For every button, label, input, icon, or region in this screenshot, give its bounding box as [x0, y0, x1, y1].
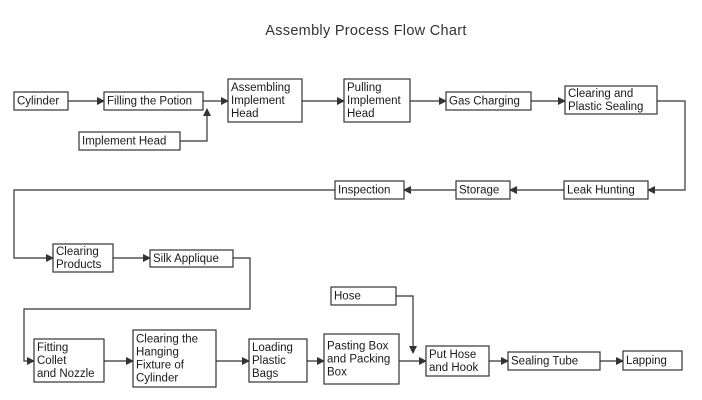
node-lapping: Lapping: [622, 350, 683, 371]
node-label-line: Clearing and: [568, 88, 633, 100]
node-sealing-tube: Sealing Tube: [507, 351, 601, 371]
node-box: [334, 180, 405, 200]
arrow-silk-applique-to-fitting-collet: [23, 257, 251, 365]
node-label-line: Hanging: [136, 347, 179, 359]
diagram-title: Assembly Process Flow Chart: [265, 23, 467, 39]
node-label-line: Products: [56, 259, 102, 271]
node-label-line: Inspection: [338, 185, 390, 197]
node-label-line: Storage: [459, 185, 499, 197]
node-label-line: Pulling: [347, 82, 382, 94]
node-box: [103, 91, 204, 111]
node-label-line: Implement: [347, 95, 401, 107]
node-label-line: Plastic Sealing: [568, 101, 643, 113]
node-label-line: Clearing the: [136, 334, 198, 346]
node-box: [622, 350, 683, 371]
node-label-line: Fixture of: [136, 360, 185, 372]
node-storage: Storage: [455, 180, 511, 200]
node-label-line: Head: [347, 108, 375, 120]
node-label-line: Cylinder: [17, 96, 59, 108]
node-label-line: Filling the Potion: [107, 96, 192, 108]
node-label-line: Collet: [37, 355, 67, 367]
node-box: [323, 333, 400, 385]
node-label-line: Pasting Box: [327, 341, 389, 353]
node-box: [149, 249, 234, 268]
node-label-line: Silk Applique: [153, 253, 219, 265]
node-label-line: Bags: [252, 368, 278, 380]
node-box: [78, 131, 181, 151]
node-label-line: and Nozzle: [37, 368, 95, 380]
node-box: [425, 345, 490, 377]
node-gas-charging: Gas Charging: [445, 91, 532, 111]
node-label-line: Cylinder: [136, 373, 178, 385]
node-label-line: Put Hose: [429, 349, 476, 361]
node-label-line: Box: [327, 367, 347, 379]
node-label-line: Assembling: [231, 82, 290, 94]
arrow-hose-to-put-hose: [396, 295, 417, 354]
node-label-line: Clearing: [56, 246, 99, 258]
node-label-line: Lapping: [626, 355, 667, 367]
node-label-line: Hose: [334, 291, 361, 303]
node-box: [455, 180, 511, 200]
node-label-line: Loading: [252, 342, 293, 354]
node-implement-head: Implement Head: [78, 131, 181, 151]
node-label-line: Implement: [231, 95, 285, 107]
node-label-line: Head: [231, 108, 259, 120]
node-label-line: Sealing Tube: [511, 356, 578, 368]
flow-connectors: [13, 97, 686, 365]
arrow-inspection-to-clearing-products: [13, 189, 335, 262]
node-filling-the-potion: Filling the Potion: [103, 91, 204, 111]
node-box: [132, 329, 217, 388]
node-box: [507, 351, 601, 371]
node-inspection: Inspection: [334, 180, 405, 200]
node-box: [330, 286, 397, 306]
node-box: [564, 85, 658, 115]
node-box: [33, 338, 105, 383]
node-label-line: Implement Head: [82, 136, 166, 148]
node-box: [227, 78, 303, 123]
node-box: [248, 338, 308, 383]
node-box: [343, 78, 411, 123]
node-box: [563, 180, 649, 200]
node-label-line: Leak Hunting: [567, 185, 635, 197]
node-box: [445, 91, 532, 111]
node-label-line: Plastic: [252, 355, 286, 367]
arrow-implement-head-to-filling: [180, 108, 211, 142]
node-label-line: Fitting: [37, 342, 68, 354]
node-box: [52, 243, 114, 273]
node-leak-hunting: Leak Hunting: [563, 180, 649, 200]
node-label-line: Gas Charging: [449, 96, 520, 108]
arrow-clearing-sealing-to-leak-hunting: [647, 100, 686, 194]
node-silk-applique: Silk Applique: [149, 249, 234, 268]
node-cylinder: Cylinder: [13, 91, 69, 111]
node-label-line: and Hook: [429, 362, 478, 374]
node-box: [13, 91, 69, 111]
node-label-line: and Packing: [327, 354, 390, 366]
node-hose: Hose: [330, 286, 397, 306]
